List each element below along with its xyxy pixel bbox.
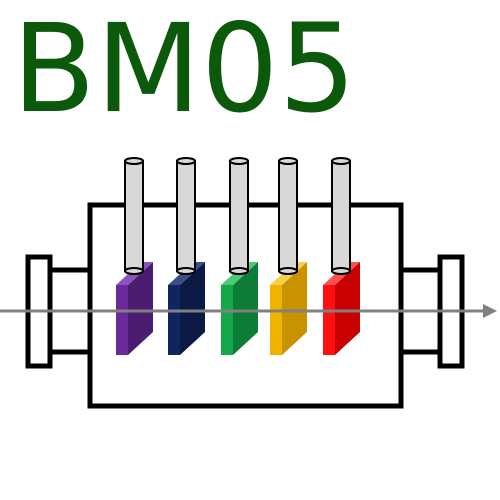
filter-front-face [168, 285, 180, 355]
filter-side-face [180, 262, 205, 355]
rod-top-cap [278, 157, 298, 165]
filter-front-face [116, 285, 128, 355]
rod-bottom-cap [176, 267, 196, 275]
rod-4 [278, 157, 298, 275]
rod-top-cap [229, 157, 249, 165]
rod-top-cap [176, 157, 196, 165]
rod-body [124, 160, 144, 272]
filter-front-face [270, 285, 282, 355]
rod-3 [229, 157, 249, 275]
filter-side-face [282, 262, 307, 355]
rod-body [278, 160, 298, 272]
actuator-rods [124, 157, 351, 275]
filter-group [116, 262, 360, 355]
rod-bottom-cap [124, 267, 144, 275]
rod-2 [176, 157, 196, 275]
rod-bottom-cap [331, 267, 351, 275]
rod-body [176, 160, 196, 272]
rod-top-cap [124, 157, 144, 165]
rod-body [331, 160, 351, 272]
filter-side-face [233, 262, 258, 355]
filter-front-face [221, 285, 233, 355]
rod-top-cap [331, 157, 351, 165]
rod-bottom-cap [229, 267, 249, 275]
filter-side-face [335, 262, 360, 355]
filter-side-face [128, 262, 153, 355]
rod-1 [124, 157, 144, 275]
rod-body [229, 160, 249, 272]
beam-arrow-icon [483, 304, 497, 318]
filter-front-face [323, 285, 335, 355]
rod-5 [331, 157, 351, 275]
beamline-title: BM05 [12, 0, 357, 140]
rod-bottom-cap [278, 267, 298, 275]
